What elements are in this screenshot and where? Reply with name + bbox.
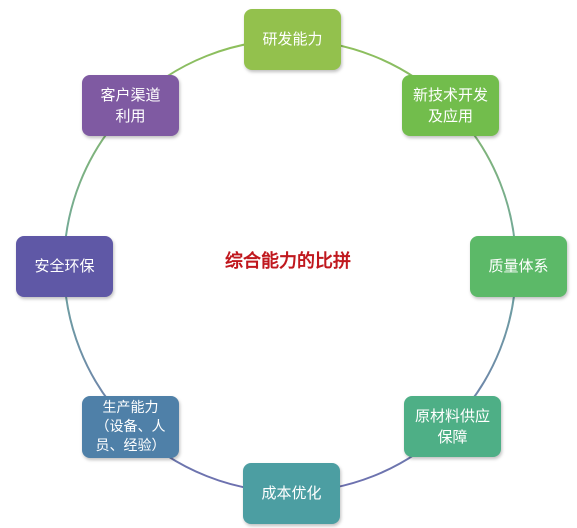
node-quality-system-label: 质量体系: [488, 257, 549, 275]
node-rnd-capability-label: 研发能力: [262, 30, 323, 48]
node-new-tech: 新技术开发 及应用: [402, 75, 499, 136]
node-raw-material-supply-label: 原材料供应 保障: [414, 406, 490, 446]
node-customer-channel: 客户渠道 利用: [82, 75, 179, 136]
node-quality-system: 质量体系: [470, 236, 567, 297]
node-new-tech-label: 新技术开发 及应用: [412, 85, 488, 125]
node-safety-environment: 安全环保: [16, 236, 113, 297]
node-customer-channel-label: 客户渠道 利用: [100, 85, 161, 125]
node-cost-optimization-label: 成本优化: [261, 484, 322, 502]
node-rnd-capability: 研发能力: [244, 9, 341, 70]
node-raw-material-supply: 原材料供应 保障: [404, 396, 501, 457]
node-safety-environment-label: 安全环保: [34, 257, 95, 275]
center-title: 综合能力的比拼: [225, 251, 351, 272]
node-production-capacity: 生产能力 （设备、人 员、经验）: [82, 396, 179, 458]
node-cost-optimization: 成本优化: [243, 463, 340, 524]
node-production-capacity-label: 生产能力 （设备、人 员、经验）: [95, 399, 166, 454]
